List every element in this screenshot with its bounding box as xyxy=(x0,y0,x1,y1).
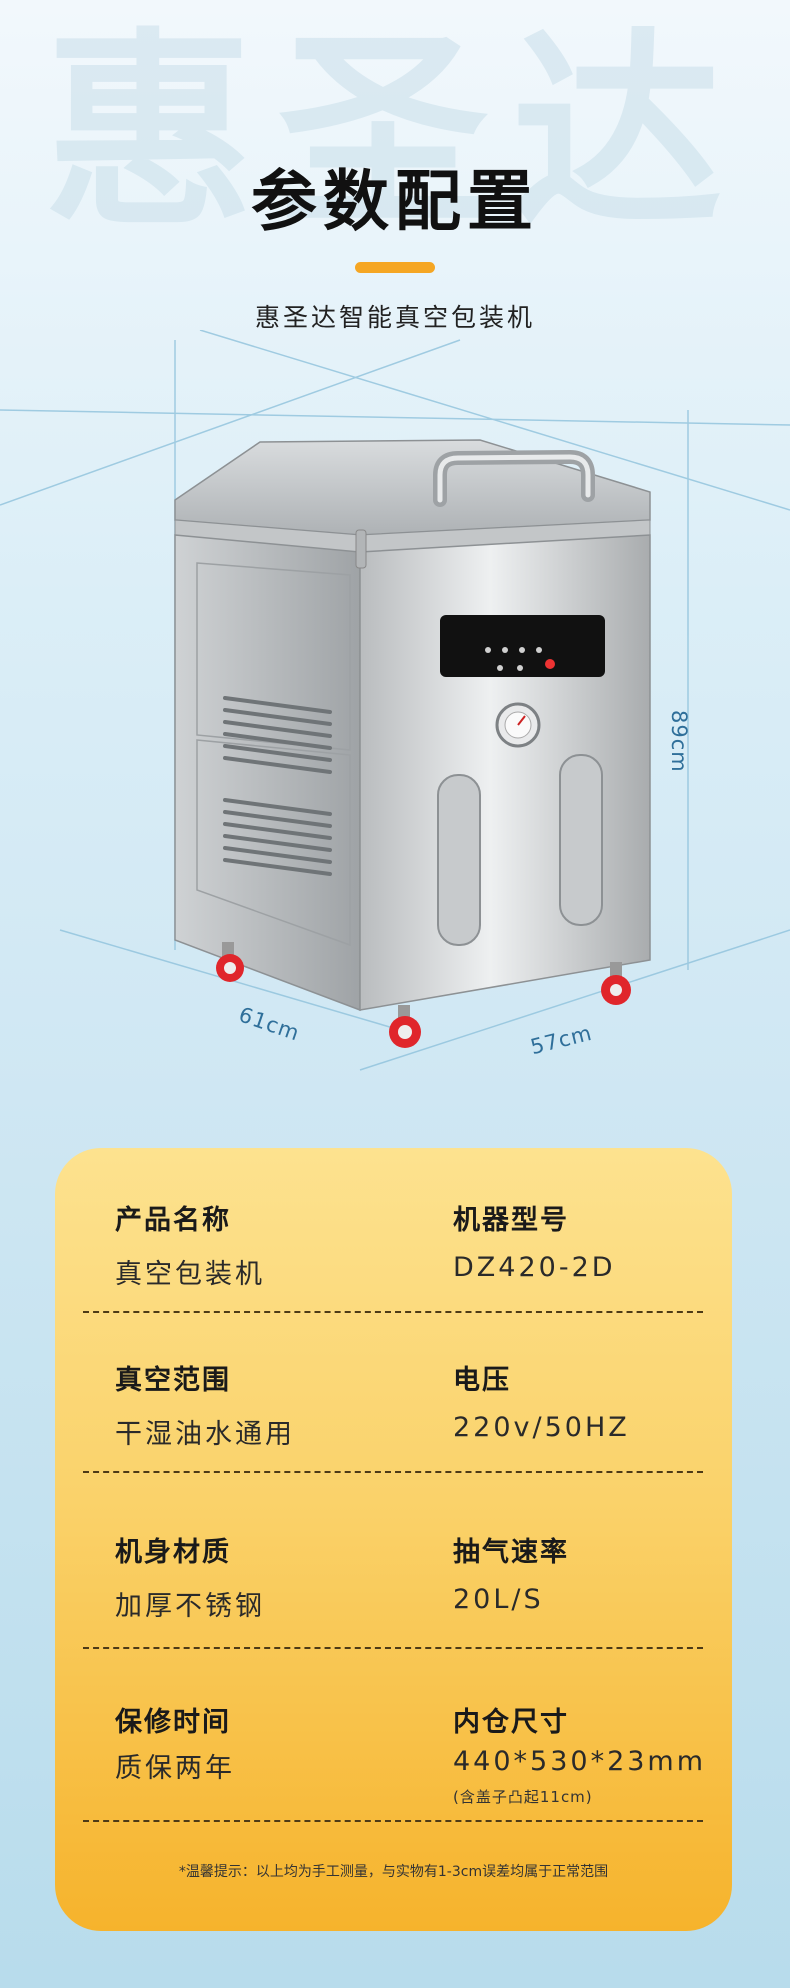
row-divider xyxy=(83,1311,703,1313)
spec-label: 真空范围 xyxy=(115,1365,231,1396)
row-divider xyxy=(83,1471,703,1473)
spec-label: 抽气速率 xyxy=(453,1537,569,1568)
spec-value: DZ420-2D xyxy=(453,1252,616,1283)
spec-value: 质保两年 xyxy=(115,1753,235,1784)
spec-label: 机器型号 xyxy=(453,1205,569,1236)
page-title: 参数配置 xyxy=(251,163,539,240)
spec-label: 内仓尺寸 xyxy=(453,1707,569,1738)
spec-label: 保修时间 xyxy=(115,1707,231,1738)
spec-note: (含盖子凸起11cm) xyxy=(453,1788,593,1806)
page-subtitle: 惠圣达智能真空包装机 xyxy=(254,303,535,332)
height-dimension-label: 89cm xyxy=(667,710,691,773)
title-underline xyxy=(355,262,435,273)
spec-label: 电压 xyxy=(453,1365,511,1396)
spec-card: 产品名称 机器型号 真空包装机 DZ420-2D 真空范围 电压 干湿油水通用 … xyxy=(55,1148,732,1931)
row-divider xyxy=(83,1820,703,1822)
spec-label: 机身材质 xyxy=(115,1537,231,1568)
brand-watermark: 惠圣达 xyxy=(43,10,746,255)
spec-value: 20L/S xyxy=(453,1584,544,1615)
measurement-footnote: *温馨提示：以上均为手工测量，与实物有1-3cm误差均属于正常范围 xyxy=(178,1864,609,1880)
spec-value: 真空包装机 xyxy=(115,1259,265,1290)
row-divider xyxy=(83,1647,703,1649)
spec-label: 产品名称 xyxy=(115,1205,231,1236)
spec-value: 440*530*23mm xyxy=(453,1746,707,1777)
spec-value: 加厚不锈钢 xyxy=(115,1591,265,1622)
spec-value: 干湿油水通用 xyxy=(115,1419,295,1450)
spec-value: 220v/50HZ xyxy=(453,1412,630,1443)
vacuum-packing-machine-image xyxy=(0,330,790,1071)
